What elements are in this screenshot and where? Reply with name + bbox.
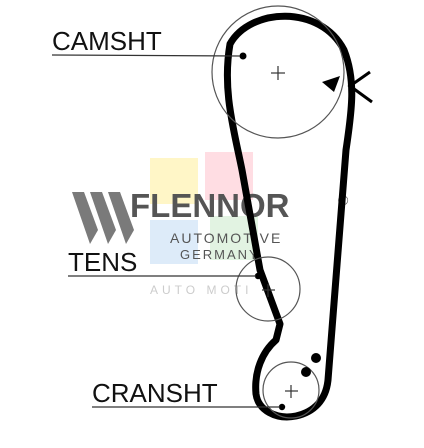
watermark-line1: AUTOMOTIVE [170,230,282,246]
camshaft-pulley [211,5,345,139]
watermark-brand: FLENNOR [130,187,290,224]
watermark-tile-yellow [150,158,198,204]
crankshaft-label: CRANSHT [92,378,218,408]
crankshaft-center-mark [285,385,298,398]
tensioner-label: TENS [68,247,137,277]
idler-dot-lower [301,367,311,377]
idler-dot-upper [311,353,321,363]
camshaft-timing-dot [239,52,247,60]
watermark-tile-blue [150,220,198,264]
watermark-line2: GERMANY [180,247,260,262]
camshaft-center-mark [271,66,285,80]
watermark-faint: AUTO MOTI [150,283,252,297]
tensioner-center-mark [262,284,275,297]
timing-belt [223,12,356,421]
crankshaft-pulley [262,361,320,419]
tensioner-dot [254,272,262,280]
camshaft-leader-line [51,54,241,57]
camshaft-timing-arrow-icon [322,70,373,104]
crankshaft-dot [278,403,286,411]
tensioner-pulley [235,256,301,322]
watermark-logo-icon [72,192,134,244]
camshaft-label: CAMSHT [52,26,162,56]
